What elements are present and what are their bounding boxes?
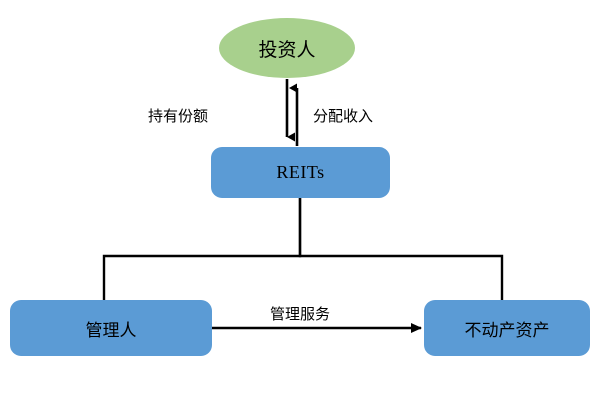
node-manager[interactable] (10, 300, 212, 356)
edge-label-hold-share: 持有份额 (148, 109, 209, 125)
node-investor[interactable] (219, 18, 355, 78)
edge-label-distribute-income: 分配收入 (313, 109, 374, 125)
node-reits[interactable] (211, 147, 390, 198)
edge-reits-tree (102, 198, 504, 301)
node-assets[interactable] (424, 300, 590, 356)
edge-label-management-service: 管理服务 (270, 307, 331, 323)
